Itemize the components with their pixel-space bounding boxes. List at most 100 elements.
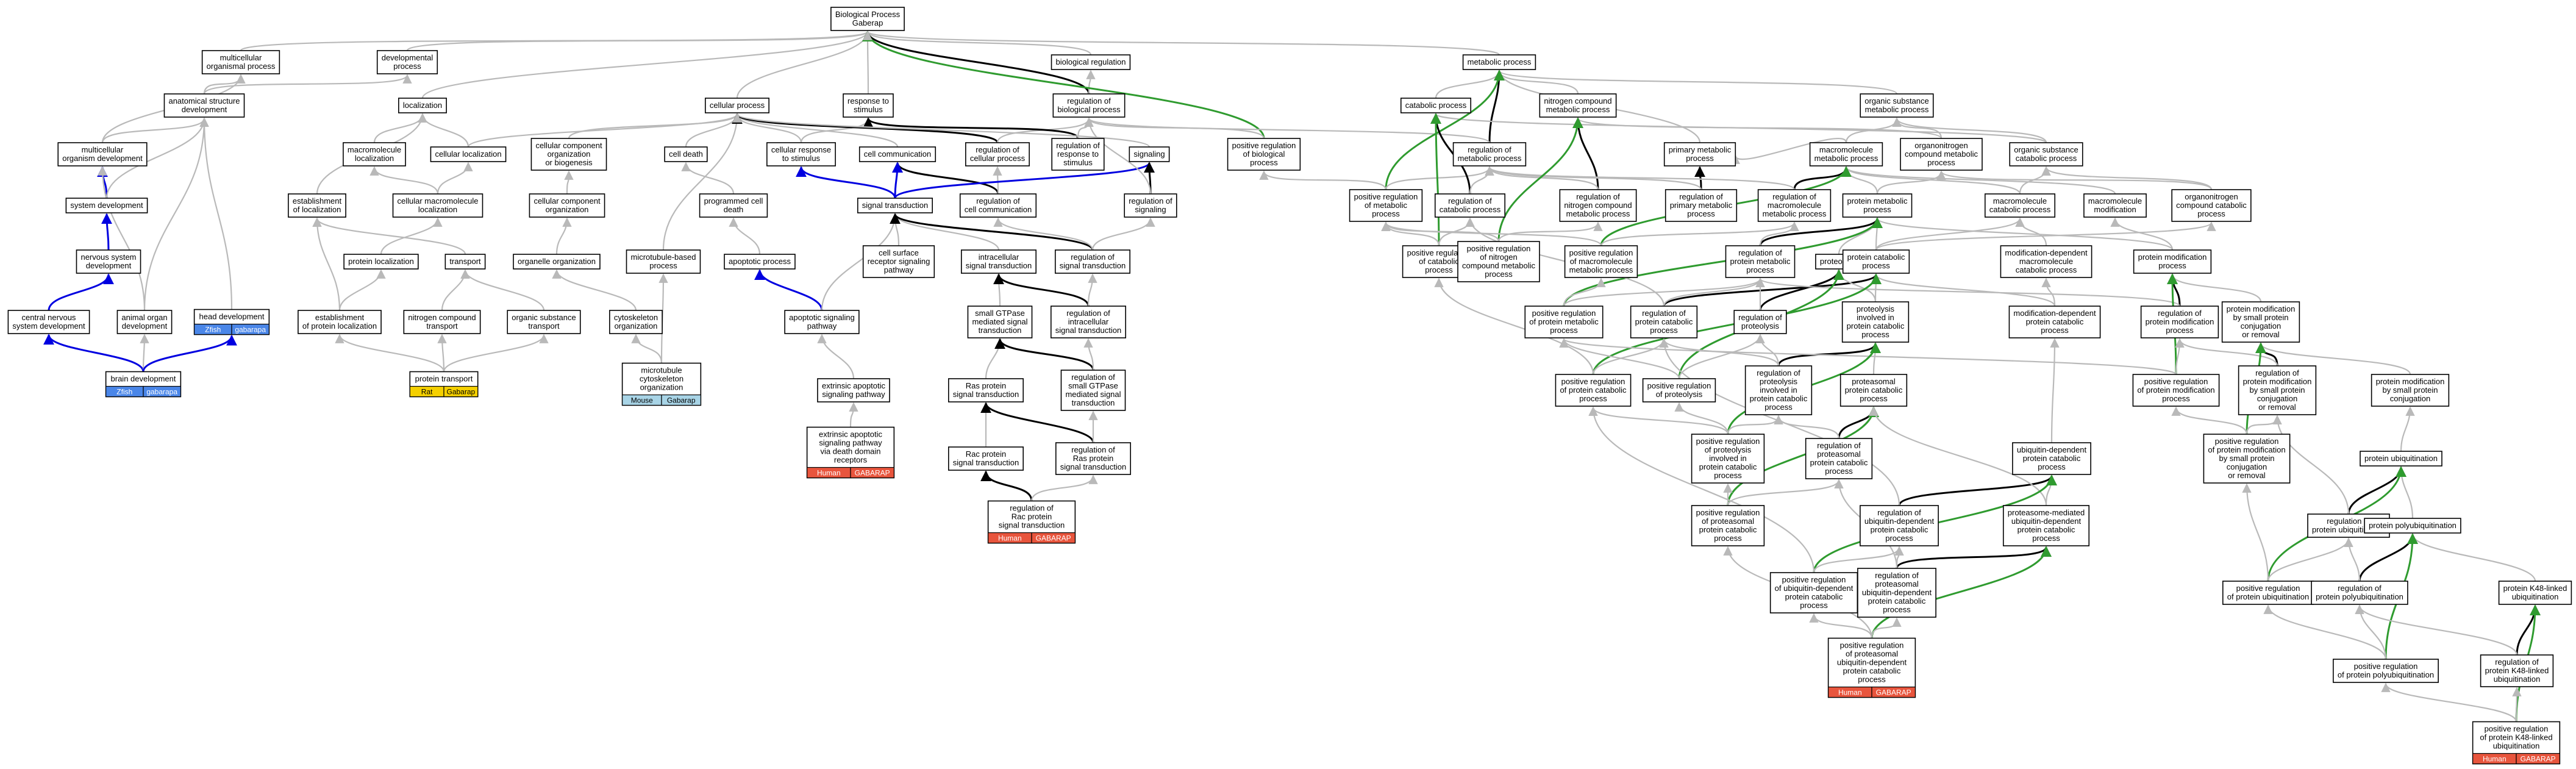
term-node-sig[interactable]: signaling xyxy=(1129,146,1170,162)
term-node-mp[interactable]: metabolic process xyxy=(1462,54,1536,70)
term-node-pu[interactable]: protein ubiquitination xyxy=(2360,451,2442,467)
term-node-roudpc[interactable]: regulation ofubiquitin-dependentprotein … xyxy=(1860,505,1939,546)
term-node-breg[interactable]: biological regulation xyxy=(1051,54,1131,70)
term-node-cc[interactable]: cell communication xyxy=(858,146,937,162)
term-node-tr[interactable]: transport xyxy=(444,254,486,270)
term-node-oo[interactable]: organelle organization xyxy=(513,254,601,270)
term-node-mco2[interactable]: microtubulecytoskeletonorganizationMouse… xyxy=(621,362,702,406)
term-node-cp[interactable]: cellular process xyxy=(705,98,769,113)
term-node-pmudpc[interactable]: proteasome-mediatedubiquitin-dependentpr… xyxy=(2002,505,2090,546)
term-node-sysd[interactable]: system development xyxy=(65,198,148,213)
term-node-catp[interactable]: catabolic process xyxy=(1400,98,1472,113)
term-node-st[interactable]: signal transduction xyxy=(857,198,933,213)
term-node-cd[interactable]: cell death xyxy=(664,146,708,162)
term-node-mdmcp[interactable]: modification-dependentmacromoleculecatab… xyxy=(2000,245,2093,278)
term-node-ropudp[interactable]: regulation ofproteasomalubiquitin-depend… xyxy=(1857,568,1936,618)
